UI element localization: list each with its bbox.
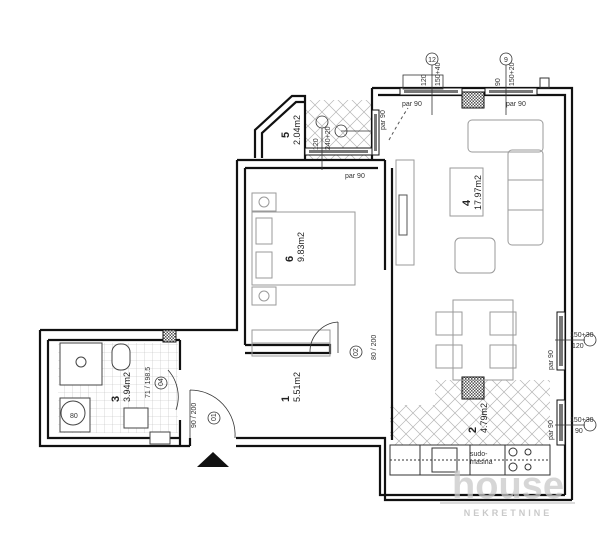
room-area-1: 5.51m2 [292,372,302,402]
room-number-3: 3 [110,396,122,402]
window-tag-12: 12 [428,57,436,64]
window-width-label: 120 [421,74,428,86]
dishwasher-label: sudo- [470,451,488,458]
column [461,376,485,400]
window-size-label: 150+30 [570,417,594,424]
room-area-5: 2.04m2 [292,115,302,145]
room-area-3: 3.94m2 [122,372,132,402]
window-width-label: 120 [572,343,584,350]
window-tags [315,52,597,432]
entrance-arrow-icon [197,452,229,467]
nightstand [251,286,277,306]
room-area-2: 4.79m2 [479,403,489,433]
living-furniture [388,107,544,381]
room-area-6: 9.83m2 [296,232,306,262]
parapet-label: par 90 [345,173,365,180]
sink [123,407,149,429]
armchair [454,237,496,274]
window-tag-9: 9 [504,57,508,64]
vent [539,77,550,89]
room-number-2: 2 [467,427,479,433]
dishwasher-label: masina [470,459,493,466]
parapet-label: par 90 [380,110,387,130]
window-size-label: 150+20 [509,62,516,86]
toilet [111,343,131,371]
window-width-label: 120 [313,138,320,150]
watermark-subtitle: NEKRETNINE [464,508,553,518]
dining-table [452,299,514,381]
room-number-5: 5 [280,132,292,138]
room-area-4: 17.97m2 [473,175,483,210]
column [461,91,485,109]
door-size-label: 71 / 198.5 [145,367,152,398]
room-4-label-box [449,167,484,217]
door-size-label: 90 / 200 [191,403,198,428]
doors [154,321,363,439]
window-width-label: 90 [495,78,502,86]
bathroom-fixtures [59,342,171,445]
door-tag: 04 [158,378,165,386]
room-number-4: 4 [461,199,473,206]
window-size-label: 240+20 [325,126,332,150]
window-width-label: 90 [575,428,583,435]
bed [251,211,356,286]
window-size-label: 150+30 [570,332,594,339]
kitchen-counter [389,444,551,476]
tv-unit [395,159,415,266]
parapet-label: par 90 [548,420,555,440]
watermark-logo: house [452,465,564,507]
kitchen-tile-floor [390,405,550,445]
washer-label: 80 [70,413,78,420]
room-number-1: 1 [280,396,292,402]
parapet-label: par 90 [548,350,555,370]
room-number-6: 6 [284,256,296,262]
kitchen-tile-floor-upper [435,380,550,405]
bedroom-furniture [251,192,356,357]
door-tag: 01 [211,413,218,421]
sofa [467,119,544,153]
windows [304,87,566,446]
parapet-label: par 90 [506,101,526,108]
door-tag: 02 [353,348,360,356]
parapet-label: par 90 [402,101,422,108]
door-size-label: 80 / 200 [371,335,378,360]
nightstand [251,192,277,212]
column [162,329,177,343]
window-size-label: 150+40 [435,62,442,86]
shower [59,342,103,386]
kitchen-sink [431,447,458,473]
